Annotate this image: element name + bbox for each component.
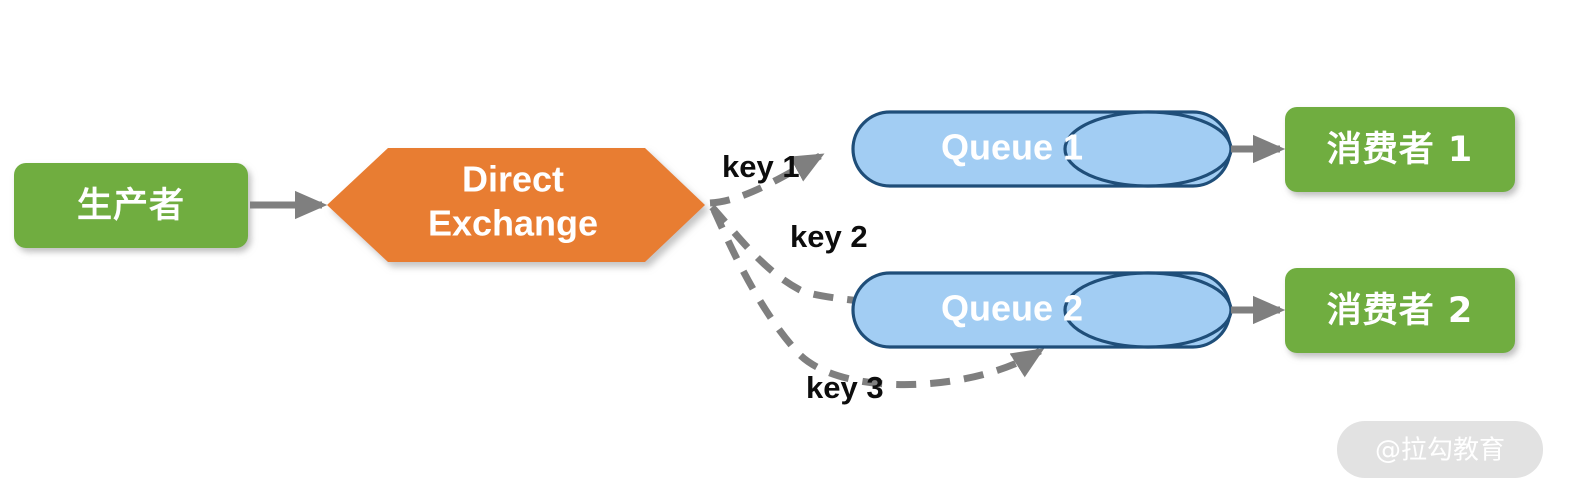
producer-label: 生产者 xyxy=(77,186,185,226)
key3-label: key 3 xyxy=(806,370,884,405)
queue2-label: Queue 2 xyxy=(941,288,1083,329)
edge-key3-arrow xyxy=(710,208,1045,389)
edge-key1-arrow xyxy=(709,152,825,207)
consumer2-shape xyxy=(1285,268,1515,353)
watermark-background xyxy=(1337,421,1543,478)
key1-label: key 1 xyxy=(722,149,800,184)
queue1-node[interactable]: Queue 1 xyxy=(851,110,1233,188)
exchange-shape xyxy=(327,148,705,262)
edge-key2-arrow xyxy=(709,204,944,320)
consumer1-shape xyxy=(1285,107,1515,192)
queue2-head-ellipse xyxy=(1063,271,1233,349)
exchange-label-line2: Exchange xyxy=(428,203,598,244)
queue1-head-ellipse xyxy=(1063,110,1233,188)
consumer1-node[interactable]: 消费者 1 xyxy=(1285,107,1515,192)
queue1-label: Queue 1 xyxy=(941,127,1083,168)
watermark: @拉勾教育 xyxy=(1337,421,1543,478)
binding-key-labels: key 1 key 2 key 3 xyxy=(722,149,884,405)
producer-shape xyxy=(14,163,248,248)
binding-edges xyxy=(709,152,1045,389)
producer-node[interactable]: 生产者 xyxy=(14,163,248,248)
watermark-label: @拉勾教育 xyxy=(1375,436,1505,466)
consumer2-label: 消费者 2 xyxy=(1327,291,1474,331)
exchange-label-line1: Direct xyxy=(462,159,564,200)
key2-label: key 2 xyxy=(790,219,868,254)
exchange-node[interactable]: Direct Exchange xyxy=(327,148,705,262)
consumer2-node[interactable]: 消费者 2 xyxy=(1285,268,1515,353)
queue2-node[interactable]: Queue 2 xyxy=(851,271,1233,349)
consumer1-label: 消费者 1 xyxy=(1327,130,1474,170)
